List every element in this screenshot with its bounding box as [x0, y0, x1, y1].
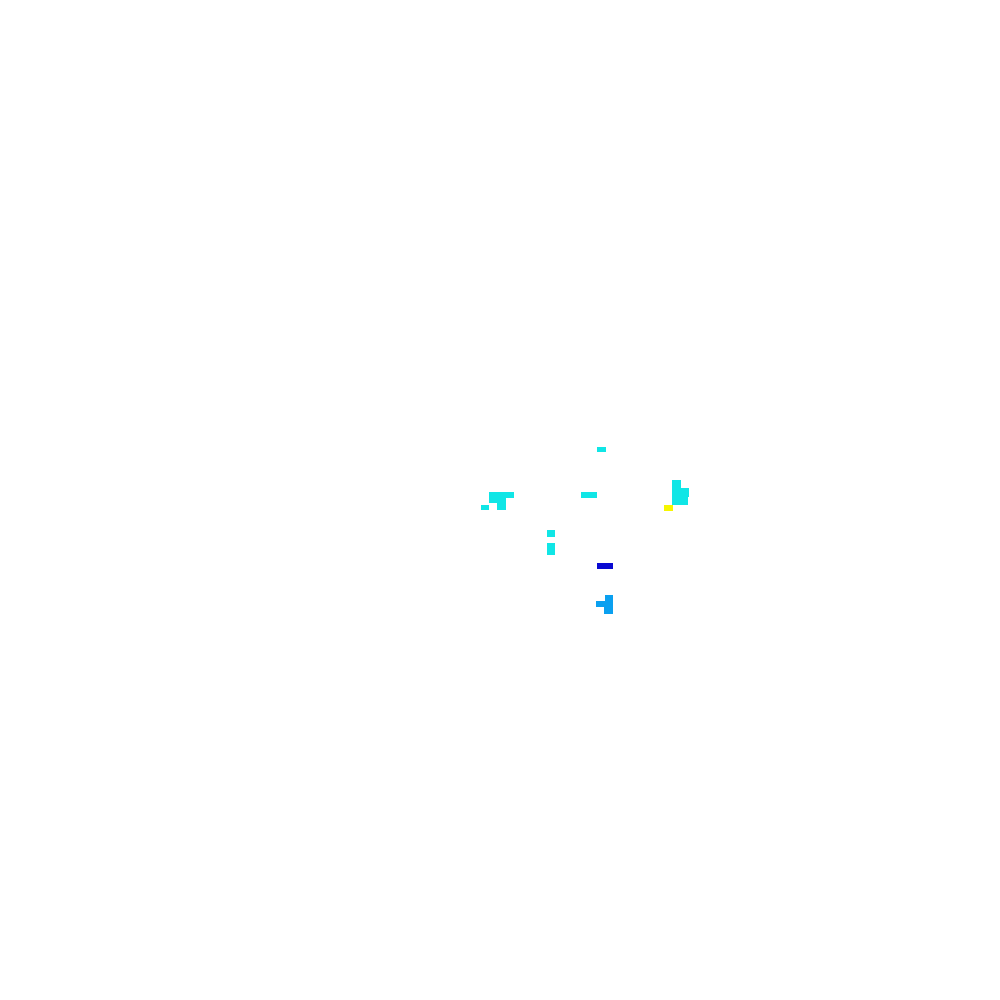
pixel-block-cluster-left-3 — [481, 505, 489, 510]
pixel-block-cluster-mid-0 — [547, 530, 555, 537]
pixel-block-cluster-bottom-1 — [596, 601, 613, 607]
pixel-cluster-cluster-center — [581, 492, 597, 498]
pixel-cluster-cluster-top — [597, 447, 606, 452]
pixel-block-cluster-top-0 — [597, 447, 606, 452]
pixel-block-cluster-left-0 — [489, 492, 514, 498]
pixel-block-cluster-left-2 — [497, 503, 506, 510]
pixel-cluster-bar-blue — [597, 563, 613, 569]
pixel-block-cluster-bottom-0 — [605, 595, 613, 603]
pixel-block-cluster-left-1 — [489, 498, 506, 503]
pixel-block-cluster-right-1 — [672, 488, 689, 497]
pixel-cluster-cluster-mid — [547, 530, 555, 555]
pixel-block-dot-yellow-0 — [664, 505, 673, 511]
pixel-marks — [481, 447, 689, 614]
pixel-block-cluster-center-0 — [581, 492, 597, 498]
pixel-block-cluster-right-2 — [672, 497, 688, 505]
pixel-block-bar-blue-0 — [597, 563, 613, 569]
pixel-cluster-cluster-bottom — [596, 595, 613, 614]
pixel-cluster-cluster-right — [672, 480, 689, 505]
pixel-cluster-cluster-left — [481, 492, 514, 510]
pixel-block-cluster-right-0 — [672, 480, 681, 488]
pixel-block-cluster-bottom-2 — [604, 607, 613, 614]
pixel-cluster-dot-yellow — [664, 505, 673, 511]
pixel-block-cluster-mid-1 — [547, 543, 555, 555]
